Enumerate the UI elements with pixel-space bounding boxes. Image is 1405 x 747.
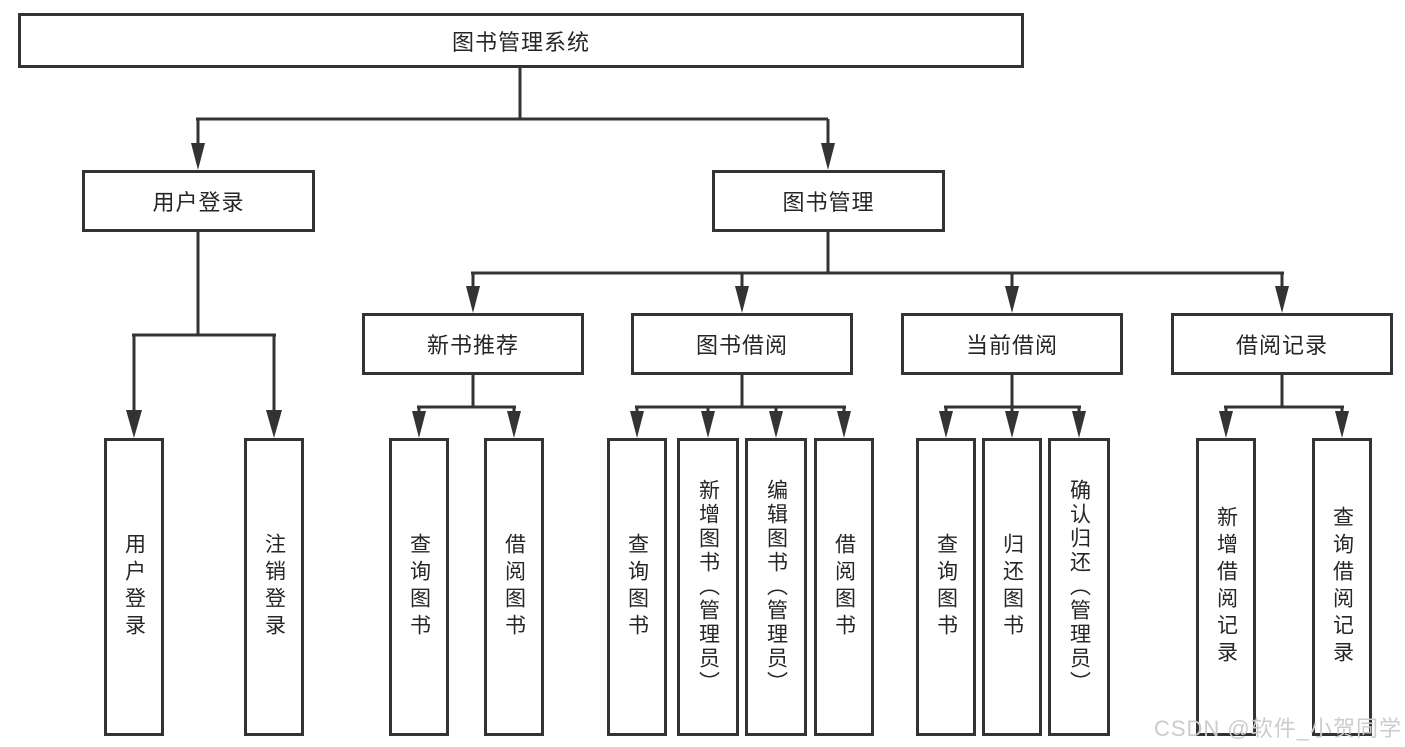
- arrowhead-icon: [466, 286, 480, 313]
- arrowhead-icon: [507, 411, 521, 438]
- arrowhead-icon: [412, 411, 426, 438]
- leaf-logout: 注销登录: [244, 438, 304, 736]
- node-borrowing-records: 借阅记录: [1171, 313, 1393, 375]
- arrowhead-icon: [1072, 411, 1086, 438]
- node-user-login-branch-label: 用户登录: [152, 190, 245, 215]
- node-new-book-recommend: 新书推荐: [362, 313, 584, 375]
- leaf-newbook-borrow-books-label: 借阅图书: [502, 533, 526, 641]
- arrowhead-icon: [630, 411, 644, 438]
- leaf-user-login: 用户登录: [104, 438, 164, 736]
- connector-borrow-to-leaves: [635, 375, 846, 414]
- leaf-current-query-books-label: 查询图书: [934, 533, 958, 641]
- connector-current-to-leaves: [944, 375, 1081, 414]
- leaf-borrowing-edit-books-admin: 编辑图书（管理员）: [745, 438, 807, 736]
- node-borrowing-records-label: 借阅记录: [1235, 333, 1328, 358]
- leaf-user-login-label: 用户登录: [122, 533, 146, 641]
- connector-newbook-to-leaves: [417, 375, 516, 414]
- leaf-borrowing-query-books-label: 查询图书: [625, 533, 649, 641]
- node-root: 图书管理系统: [18, 13, 1024, 68]
- node-new-book-recommend-label: 新书推荐: [426, 333, 519, 358]
- leaf-current-query-books: 查询图书: [916, 438, 976, 736]
- node-book-management: 图书管理: [712, 170, 945, 232]
- arrowhead-icon: [1005, 411, 1019, 438]
- arrowhead-icon: [266, 410, 282, 438]
- leaf-newbook-borrow-books: 借阅图书: [484, 438, 544, 736]
- arrowhead-icon: [837, 411, 851, 438]
- arrowhead-icon: [1335, 411, 1349, 438]
- leaf-current-return-books: 归还图书: [982, 438, 1042, 736]
- leaf-logout-label: 注销登录: [262, 533, 286, 641]
- node-book-borrowing-label: 图书借阅: [695, 333, 788, 358]
- arrowhead-icon: [1005, 286, 1019, 313]
- arrowhead-icon: [1275, 286, 1289, 313]
- leaf-newbook-query-books: 查询图书: [389, 438, 449, 736]
- leaf-current-confirm-return-admin-label: 确认归还（管理员）: [1067, 479, 1091, 695]
- arrowhead-icon: [126, 410, 142, 438]
- arrowhead-icon: [1219, 411, 1233, 438]
- leaf-current-return-books-label: 归还图书: [1000, 533, 1024, 641]
- node-current-borrowing-label: 当前借阅: [965, 333, 1058, 358]
- leaf-records-query-record-label: 查询借阅记录: [1330, 506, 1354, 668]
- leaf-borrowing-add-books-admin: 新增图书（管理员）: [677, 438, 739, 736]
- leaf-borrowing-borrow-books: 借阅图书: [814, 438, 874, 736]
- arrowhead-icon: [735, 286, 749, 313]
- leaf-borrowing-query-books: 查询图书: [607, 438, 667, 736]
- leaf-current-confirm-return-admin: 确认归还（管理员）: [1048, 438, 1110, 736]
- leaf-borrowing-borrow-books-label: 借阅图书: [832, 533, 856, 641]
- node-root-label: 图书管理系统: [451, 29, 590, 55]
- leaf-records-query-record: 查询借阅记录: [1312, 438, 1372, 736]
- connector-root-to-level2: [196, 68, 830, 146]
- arrowhead-icon: [701, 411, 715, 438]
- arrowhead-icon: [191, 143, 205, 170]
- watermark: CSDN @软件_小贺同学: [1153, 716, 1402, 741]
- leaf-borrowing-edit-books-admin-label: 编辑图书（管理员）: [764, 479, 788, 695]
- connector-userlogin-to-leaves: [132, 232, 276, 414]
- node-book-borrowing: 图书借阅: [631, 313, 853, 375]
- connector-bookmgmt-to-level3: [471, 232, 1284, 290]
- node-book-management-label: 图书管理: [782, 190, 875, 215]
- arrowhead-icon: [821, 143, 835, 170]
- connector-records-to-leaves: [1224, 375, 1344, 414]
- leaf-newbook-query-books-label: 查询图书: [407, 533, 431, 641]
- leaf-records-add-record: 新增借阅记录: [1196, 438, 1256, 736]
- leaf-records-add-record-label: 新增借阅记录: [1214, 506, 1238, 668]
- leaf-borrowing-add-books-admin-label: 新增图书（管理员）: [696, 479, 720, 695]
- node-user-login-branch: 用户登录: [82, 170, 315, 232]
- arrowhead-icon: [769, 411, 783, 438]
- node-current-borrowing: 当前借阅: [901, 313, 1123, 375]
- arrowhead-icon: [939, 411, 953, 438]
